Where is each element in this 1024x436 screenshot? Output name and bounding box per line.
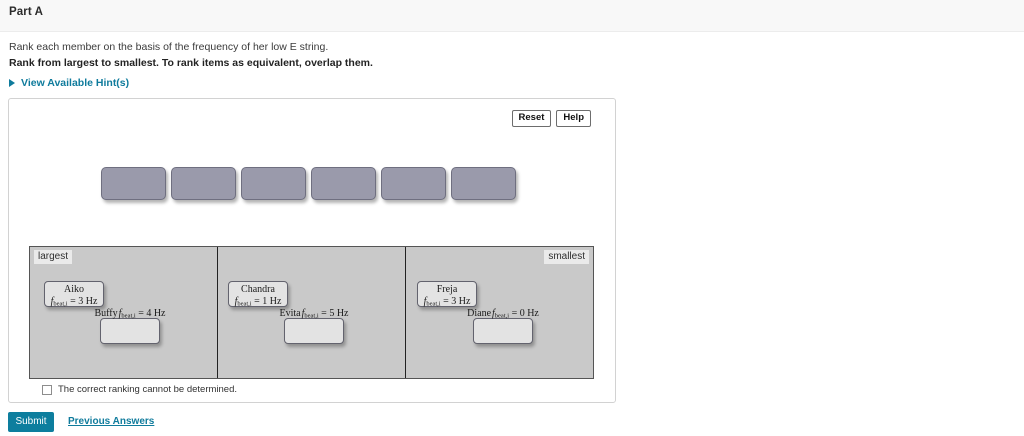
prompt-line-1: Rank each member on the basis of the fre…: [9, 41, 329, 53]
tray-item[interactable]: [101, 167, 166, 200]
submit-button[interactable]: Submit: [8, 412, 54, 432]
smallest-label: smallest: [544, 250, 589, 264]
cannot-determine-row[interactable]: The correct ranking cannot be determined…: [42, 384, 237, 395]
cannot-determine-checkbox[interactable]: [42, 384, 52, 395]
tray-item[interactable]: [241, 167, 306, 200]
ranking-token-text: Dianefbeat,i = 0 Hz: [467, 308, 539, 320]
chevron-right-icon: [9, 79, 15, 87]
help-button[interactable]: Help: [556, 110, 591, 127]
part-header-bar: Part A: [0, 0, 1024, 32]
token-name: Freja: [436, 284, 458, 295]
tray-item[interactable]: [311, 167, 376, 200]
rank-column-2[interactable]: Chandra fbeat,i = 1 Hz Evitafbeat,i = 5 …: [218, 247, 406, 378]
ranking-token-text: Aiko fbeat,i = 3 Hz: [51, 284, 98, 308]
ranking-token-text: Evitafbeat,i = 5 Hz: [280, 308, 349, 320]
draggable-tray: [101, 167, 516, 200]
rank-column-1[interactable]: largest Aiko fbeat,i = 3 Hz Buffyfbeat,i…: [30, 247, 218, 378]
ranking-activity-panel: Reset Help largest Aiko fbeat,i = 3 Hz: [8, 98, 616, 403]
previous-answers-link[interactable]: Previous Answers: [68, 416, 155, 427]
rank-column-3[interactable]: smallest Freja fbeat,i = 3 Hz Dianefbeat…: [406, 247, 593, 378]
ranking-token-freja[interactable]: Freja fbeat,i = 3 Hz: [417, 281, 477, 307]
tray-item[interactable]: [451, 167, 516, 200]
panel-toolbar: Reset Help: [511, 110, 591, 127]
page-title: Part A: [9, 6, 44, 18]
token-equation: fbeat,i = 4 Hz: [118, 308, 166, 320]
token-name: Aiko: [63, 284, 84, 295]
ranking-token-aiko[interactable]: Aiko fbeat,i = 3 Hz: [44, 281, 104, 307]
token-name: Chandra: [241, 284, 275, 295]
prompt-line-2: Rank from largest to smallest. To rank i…: [9, 57, 373, 69]
largest-label: largest: [34, 250, 73, 264]
view-hints-label: View Available Hint(s): [21, 77, 130, 89]
token-equation: fbeat,i = 1 Hz: [234, 295, 282, 308]
token-equation: fbeat,i = 5 Hz: [301, 308, 349, 320]
token-equation: fbeat,i = 3 Hz: [50, 295, 98, 308]
view-hints-toggle[interactable]: View Available Hint(s): [9, 77, 129, 89]
tray-item[interactable]: [381, 167, 446, 200]
ranking-token-buffy[interactable]: Buffyfbeat,i = 4 Hz: [94, 308, 166, 344]
ranking-token-evita[interactable]: Evitafbeat,i = 5 Hz: [280, 308, 348, 344]
ranking-token-text: Chandra fbeat,i = 1 Hz: [235, 284, 282, 308]
ranking-token-text: Buffyfbeat,i = 4 Hz: [94, 308, 165, 320]
reset-button[interactable]: Reset: [511, 110, 552, 127]
token-name: Diane: [467, 308, 492, 319]
ranking-bins: largest Aiko fbeat,i = 3 Hz Buffyfbeat,i…: [29, 246, 594, 379]
tray-item[interactable]: [171, 167, 236, 200]
ranking-token-diane[interactable]: Dianefbeat,i = 0 Hz: [467, 308, 539, 344]
token-equation: fbeat,i = 3 Hz: [423, 295, 471, 308]
token-name: Evita: [279, 308, 301, 319]
cannot-determine-label: The correct ranking cannot be determined…: [58, 384, 238, 395]
token-name: Buffy: [94, 308, 118, 319]
ranking-token-text: Freja fbeat,i = 3 Hz: [424, 284, 471, 308]
token-equation: fbeat,i = 0 Hz: [492, 308, 539, 320]
ranking-token-chandra[interactable]: Chandra fbeat,i = 1 Hz: [228, 281, 288, 307]
